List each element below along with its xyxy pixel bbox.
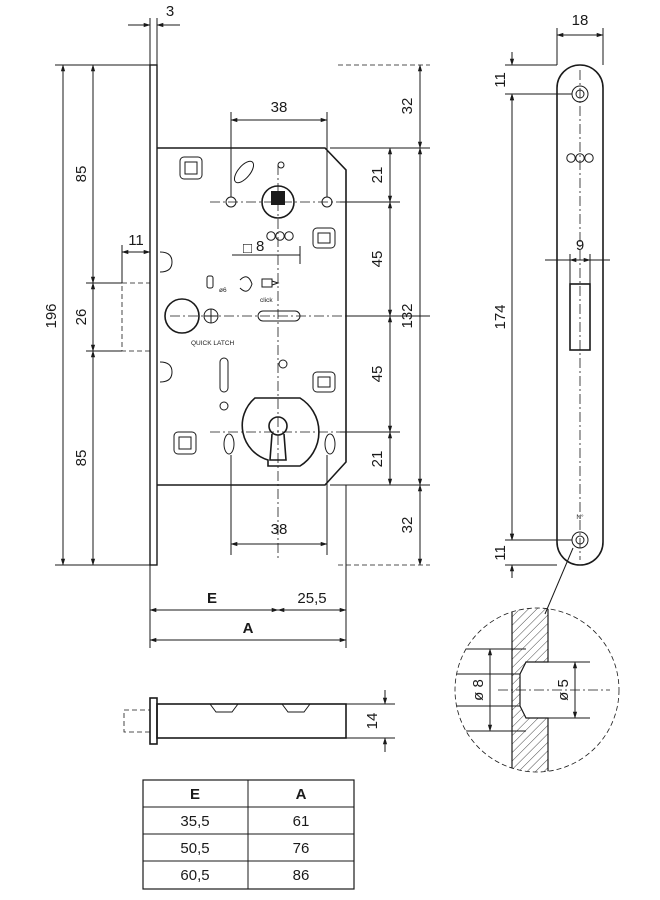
hole-detail: ø 8 ø 5: [454, 607, 620, 773]
lock-case: [157, 147, 347, 486]
table-cell: 86: [293, 867, 310, 884]
table-header-a: A: [296, 786, 307, 803]
dim-32-top: 32: [399, 98, 416, 115]
dim-132: 132: [399, 303, 416, 328]
dim-9: 9: [576, 237, 584, 254]
dim-18: 18: [572, 12, 589, 29]
dim-21-upper: 21: [369, 167, 386, 184]
table-cell: 50,5: [180, 840, 209, 857]
spindle-hub: [261, 185, 295, 219]
dim-25-5: 25,5: [297, 590, 326, 607]
dim-26: 26: [73, 309, 90, 326]
striker-plate: 18 9 11 174 11 N°: [492, 12, 610, 578]
label-quick-latch: QUICK LATCH: [191, 340, 235, 347]
dim-11-striker-top: 11: [492, 72, 509, 88]
table-header-e: E: [190, 786, 200, 803]
table-cell: 61: [293, 813, 310, 830]
dim-e: E: [207, 590, 217, 607]
label-click: click: [260, 297, 273, 304]
label-n: N°: [576, 513, 584, 521]
dim-phi8: ø 8: [470, 679, 487, 701]
dim-32-bottom: 32: [399, 517, 416, 534]
dim-85-lower: 85: [73, 450, 90, 467]
lock-side-view: 14: [123, 690, 395, 752]
label-phi6: ø6: [219, 287, 227, 294]
dim-38-top: 38: [271, 99, 288, 116]
size-table: E A 35,5 61 50,5 76 60,5 86: [142, 779, 355, 890]
dim-11-latch: 11: [128, 232, 144, 249]
bottom-dimensions: E 25,5 A: [149, 485, 347, 648]
dim-174: 174: [492, 304, 509, 329]
right-dimensions: 32 21 45 132 45 21 32: [330, 64, 430, 566]
dim-11-striker-bottom: 11: [492, 545, 509, 561]
dim-3: 3: [166, 3, 174, 20]
dim-45-lower: 45: [369, 366, 386, 383]
left-dimensions: 196 85 26 85 11 3: [43, 3, 180, 566]
dim-38-bottom: 38: [271, 521, 288, 538]
table-cell: 76: [293, 840, 310, 857]
key-cylinder: [241, 397, 320, 467]
dim-196: 196: [43, 303, 60, 328]
faceplate: [149, 64, 158, 566]
latch-bolt: [121, 282, 151, 352]
table-cell: 35,5: [180, 813, 209, 830]
dim-8: 8: [256, 238, 264, 255]
dim-a: A: [243, 620, 254, 637]
table-cell: 60,5: [180, 867, 209, 884]
dim-phi5: ø 5: [555, 679, 572, 701]
dim-85-upper: 85: [73, 166, 90, 183]
lock-body: 38 38: [121, 64, 388, 566]
dim-45-upper: 45: [369, 251, 386, 268]
latch-circle: [164, 298, 200, 334]
dim-14: 14: [364, 713, 381, 730]
dim-square-8: □: [243, 240, 252, 257]
dim-21-lower: 21: [369, 451, 386, 468]
